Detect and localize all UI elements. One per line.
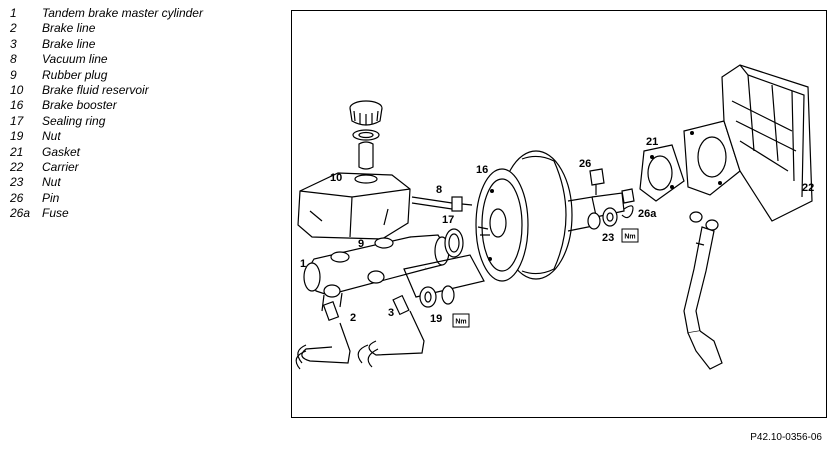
callout-8: 8 [436,184,442,196]
legend-item: 21 Gasket [10,145,203,160]
callout-2: 2 [350,312,356,324]
legend-item: 19 Nut [10,129,203,144]
legend-label: Rubber plug [42,67,108,82]
legend-item: 26 Pin [10,191,203,206]
exploded-view-figure: 1 2 3 8 9 10 16 17 19 21 22 23 26 26a Nm… [291,10,827,418]
figure-reference: P42.10-0356-06 [750,432,822,443]
callout-16: 16 [476,164,488,176]
legend-item: 16 Brake booster [10,98,203,113]
legend-item: 9 Rubber plug [10,68,203,83]
fuse [621,205,634,219]
legend-item: 26a Fuse [10,206,203,221]
reservoir-cap [349,100,383,170]
callout-26a: 26a [638,208,657,220]
callout-1: 1 [300,258,306,270]
legend-number: 26a [10,206,31,221]
torque-badge: Nm [452,313,470,328]
nut-23 [587,207,618,230]
legend-label: Pin [42,190,60,205]
legend-item: 1 Tandem brake master cylinder [10,6,203,21]
legend-number: 10 [10,82,24,97]
callout-3: 3 [388,307,394,319]
legend-item: 3 Brake line [10,37,203,52]
legend-label: Brake fluid reservoir [42,82,149,97]
legend-number: 8 [10,52,17,67]
push-rod-clevis [621,188,635,204]
legend-item: 8 Vacuum line [10,52,203,67]
legend-number: 1 [10,6,17,20]
exploded-view-drawing: 1 2 3 8 9 10 16 17 19 21 22 23 26 26a Nm… [295,64,814,370]
brake-fluid-reservoir [297,172,411,240]
legend-number: 9 [10,67,17,82]
torque-badge-label: Nm [624,234,635,241]
legend-item: 17 Sealing ring [10,114,203,129]
legend-number: 17 [10,113,24,128]
legend-number: 22 [10,159,24,174]
callout-21: 21 [646,136,658,148]
callout-10: 10 [330,172,342,184]
brake-booster [475,150,625,282]
legend-item: 22 Carrier [10,160,203,175]
carrier [683,64,813,222]
brake-pedal [683,211,723,370]
callout-23: 23 [602,232,614,244]
legend-number: 16 [10,98,24,113]
callout-9: 9 [358,238,364,250]
legend-label: Carrier [42,159,79,174]
gasket [639,144,685,202]
assembly-guide-lines [403,254,485,298]
legend-label: Tandem brake master cylinder [42,6,203,20]
legend-number: 3 [10,36,17,51]
legend-label: Vacuum line [42,52,108,67]
torque-badge: Nm [621,228,639,243]
legend-label: Gasket [42,144,81,159]
legend-number: 26 [10,190,24,205]
legend-label: Fuse [42,206,69,221]
brake-line-3 [357,294,425,368]
callout-17: 17 [442,214,454,226]
vacuum-line [411,196,473,212]
pin [589,168,605,195]
legend-label: Brake booster [42,98,117,113]
legend-item: 10 Brake fluid reservoir [10,83,203,98]
legend-number: 19 [10,129,24,144]
nut-19 [419,285,455,308]
legend-label: Sealing ring [42,113,106,128]
legend-number: 23 [10,175,24,190]
sealing-ring [444,228,464,258]
legend-label: Nut [42,129,61,144]
callout-19: 19 [430,313,442,325]
legend-item: 2 Brake line [10,21,203,36]
legend-label: Brake line [42,36,96,51]
legend-label: Nut [42,175,61,190]
callout-22: 22 [802,182,814,194]
callout-26: 26 [579,158,591,170]
legend-item: 23 Nut [10,175,203,190]
brake-line-2 [295,301,351,370]
legend-number: 21 [10,144,24,159]
legend-label: Brake line [42,21,96,36]
torque-badge-label: Nm [455,319,466,326]
legend-number: 2 [10,21,17,36]
